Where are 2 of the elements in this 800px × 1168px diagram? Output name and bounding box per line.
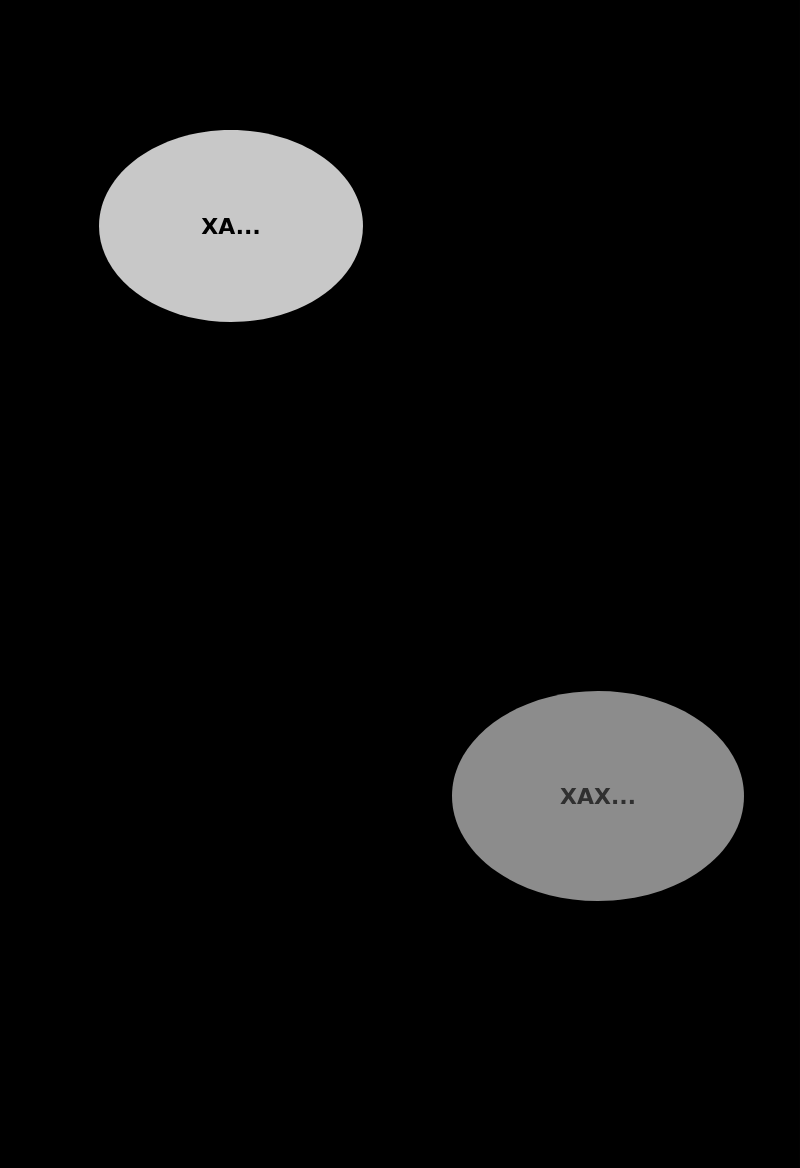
speech-bubble: XA...: [99, 130, 363, 322]
speech-bubble: XAX...: [452, 691, 744, 901]
